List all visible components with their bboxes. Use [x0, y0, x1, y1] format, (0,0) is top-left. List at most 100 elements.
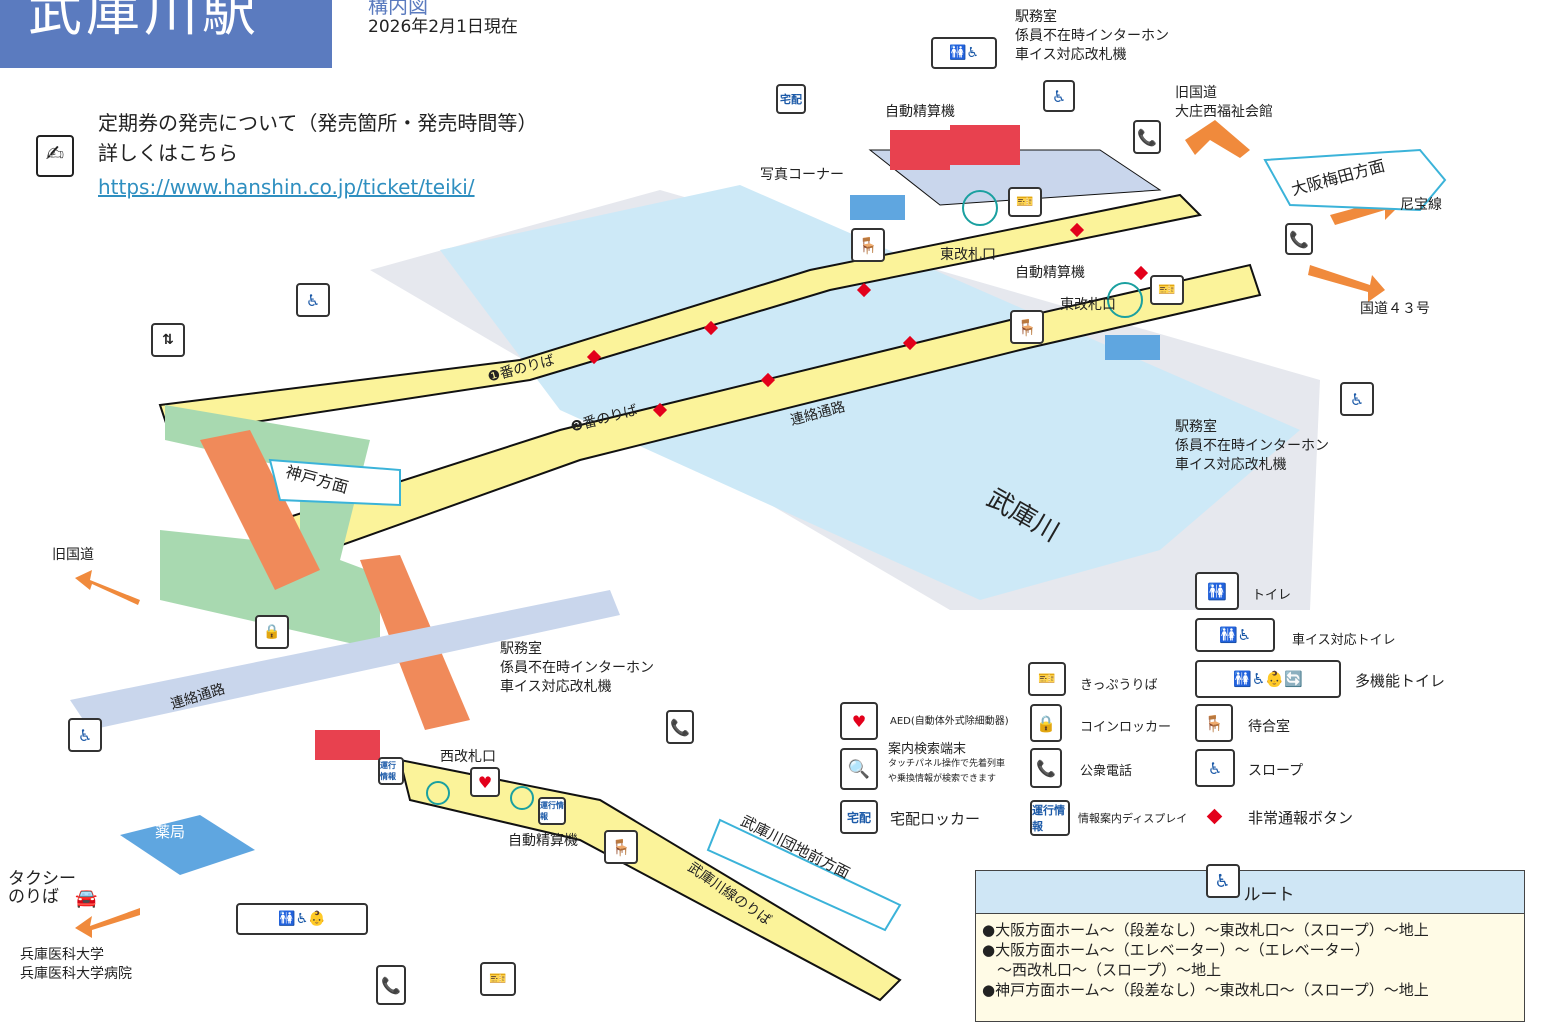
east-gate-label-2: 東改札口	[1060, 297, 1116, 313]
toilet-legend-icon: 🚻	[1195, 572, 1239, 610]
multi-toilet-legend-label: 多機能トイレ	[1355, 672, 1446, 690]
east-office-label: 駅務室 係員不在時インターホン 車イス対応改札機	[1015, 9, 1169, 63]
west-gate-ring-2	[510, 786, 534, 810]
phone-icon-east-2: 📞	[1285, 223, 1313, 255]
takuhai-legend-label: 宅配ロッカー	[890, 810, 981, 828]
slope-legend-icon: ♿	[1195, 749, 1235, 787]
kyu-kokudo-top-label: 旧国道 大庄西福祉会館	[1175, 85, 1273, 120]
phone-legend-label: 公衆電話	[1080, 764, 1133, 779]
waiting-room-icon-east: 🪑	[851, 228, 885, 262]
emergency-buttons	[586, 222, 1149, 418]
aed-legend-label: AED(自動体外式除細動器)	[890, 716, 1009, 727]
slope-icon-east-2: ♿	[1340, 382, 1374, 416]
waiting-room-icon-east-2: 🪑	[1010, 310, 1044, 344]
emergency-legend-label: 非常通報ボタン	[1248, 809, 1354, 827]
danchi-banner	[706, 818, 902, 932]
as-of-date: 2026年2月1日現在	[368, 17, 518, 37]
teiki-pass-icon: ✍	[36, 135, 74, 177]
teiki-line-1: 定期券の発売について（発売箇所・発売時間等）	[98, 111, 538, 135]
station-title: 武庫川駅	[0, 0, 332, 68]
route-item: ●大阪方面ホーム～（エレベーター）～（エレベーター）	[982, 941, 1370, 959]
ticket-icon-bottom: 🎫	[480, 962, 516, 996]
elevator-icon: ⇅	[151, 323, 185, 357]
waiting-legend-label: 待合室	[1248, 719, 1290, 735]
multi-toilet-icon-west: 🚻♿👶	[236, 903, 368, 935]
phone-legend-icon: 📞	[1030, 748, 1062, 788]
takuhai-locker-icon-east: 宅配	[776, 84, 806, 114]
route-item: ●大阪方面ホーム～（段差なし）～東改札口～（スロープ）～地上	[982, 921, 1429, 939]
ticket-icon-east-2: 🎫	[1150, 275, 1184, 305]
route-list: ●大阪方面ホーム～（段差なし）～東改札口～（スロープ）～地上 ●大阪方面ホーム～…	[976, 914, 1524, 1000]
toilet-legend-label: トイレ	[1252, 588, 1292, 603]
wheelchair-icon: ♿	[1205, 864, 1240, 898]
east-office-2-label: 駅務室 係員不在時インターホン 車イス対応改札機	[1175, 419, 1329, 473]
locker-legend-icon: 🔒	[1030, 704, 1062, 742]
wheelchair-toilet-legend-icon: 🚻♿	[1195, 618, 1275, 652]
mukogawa-line-platform	[398, 758, 902, 1002]
seisanki-top-label: 自動精算機	[885, 104, 955, 120]
slope-legend-label: スロープ	[1248, 763, 1304, 779]
route-item: ～西改札口～（スロープ）～地上	[982, 961, 1222, 979]
ticket-machine-east	[890, 130, 950, 170]
unko-info-icon-1: 運行情報	[378, 757, 404, 785]
west-gate-ring-1	[426, 781, 450, 805]
ticket-machine-east-2	[950, 125, 1020, 165]
toilet-wheelchair-icon-east: 🚻♿	[931, 37, 997, 69]
unko-info-icon-2: 運行情報	[538, 797, 566, 825]
aed-legend-icon: ♥	[840, 702, 878, 740]
kokudo43-label: 国道４３号	[1360, 301, 1430, 317]
pharmacy-block	[120, 815, 255, 875]
wheelchair-toilet-legend-label: 車イス対応トイレ	[1292, 633, 1396, 648]
map-heading: 構内図	[368, 0, 428, 18]
kobe-banner	[268, 458, 401, 507]
ticket-legend-label: きっぷうりば	[1080, 678, 1158, 693]
teiki-line-2: 詳しくはこちら	[98, 141, 238, 165]
teiki-link[interactable]: https://www.hanshin.co.jp/ticket/teiki/	[98, 175, 475, 199]
phone-icon-east: 📞	[1133, 120, 1161, 154]
seisanki-mid-label: 自動精算機	[1015, 265, 1085, 281]
unko-display-legend-label: 情報案内ディスプレイ	[1078, 812, 1188, 825]
amagasaki-line-label: 尼宝線	[1400, 197, 1442, 213]
aed-icon-map: ♥	[470, 767, 500, 797]
kyu-kokudo-left-label: 旧国道	[52, 547, 94, 563]
taxi-label: タクシー のりば	[8, 869, 76, 907]
west-office-label: 駅務室 係員不在時インターホン 車イス対応改札機	[500, 641, 654, 695]
phone-icon-bottom: 📞	[376, 965, 406, 1005]
ticket-legend-icon: 🎫	[1028, 662, 1066, 696]
taxi-icon: 🚘	[75, 888, 98, 909]
unko-display-legend-icon: 運行情報	[1030, 800, 1070, 836]
west-gate-label: 西改札口	[440, 749, 496, 765]
ticket-machine-west	[315, 730, 380, 760]
east-gate-ring-1	[962, 190, 998, 226]
river-area	[440, 185, 1300, 600]
waiting-room-icon-west: 🪑	[604, 830, 638, 864]
east-gate-label-1: 東改札口	[940, 247, 996, 263]
platform-1	[158, 193, 1203, 437]
seisanki-bottom-label: 自動精算機	[508, 833, 578, 849]
photo-booth	[850, 195, 905, 220]
guide-terminal-legend-icon: 🔍	[840, 748, 878, 790]
osaka-banner	[1263, 148, 1447, 212]
route-header: ♿ ルート	[976, 864, 1524, 914]
guide-terminal-legend-label: 案内検索端末 タッチパネル操作で先着列車 や乗換情報が検索できます	[888, 742, 1006, 784]
takuhai-legend-icon: 宅配	[840, 800, 878, 834]
hyogo-med-label: 兵庫医科大学 兵庫医科大学病院	[20, 947, 132, 982]
station-name: 武庫川駅	[28, 0, 260, 43]
road-left	[70, 590, 620, 730]
photo-corner-label: 写真コーナー	[760, 167, 844, 183]
office-block-east	[1105, 335, 1160, 360]
teiki-info: 定期券の発売について（発売箇所・発売時間等） 詳しくはこちら	[98, 108, 537, 168]
slope-icon-east: ♿	[1043, 80, 1075, 112]
route-box: ♿ ルート ●大阪方面ホーム～（段差なし）～東改札口～（スロープ）～地上 ●大阪…	[975, 864, 1525, 1022]
locker-icon-map: 🔒	[255, 615, 289, 649]
phone-icon-west: 📞	[666, 710, 694, 744]
slope-icon-west: ♿	[68, 718, 102, 752]
waiting-legend-icon: 🪑	[1195, 704, 1233, 742]
route-item: ●神戸方面ホーム～（段差なし）～東改札口～（スロープ）～地上	[982, 981, 1429, 999]
multi-toilet-legend-icon: 🚻♿👶🔄	[1195, 660, 1341, 698]
stairs-1	[200, 430, 320, 590]
east-gate-ring-2	[1107, 282, 1143, 318]
ticket-icon-east: 🎫	[1008, 187, 1042, 217]
slope-icon-west-top: ♿	[296, 283, 330, 317]
locker-legend-label: コインロッカー	[1080, 720, 1172, 735]
